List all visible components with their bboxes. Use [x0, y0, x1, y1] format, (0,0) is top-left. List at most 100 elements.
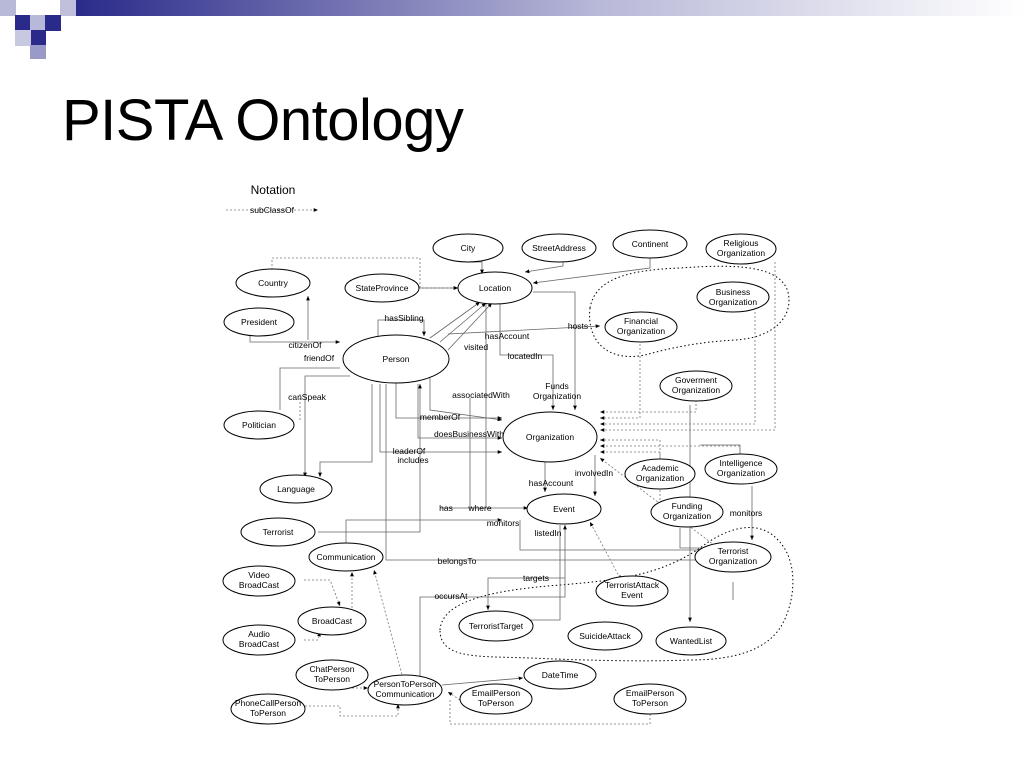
- deco-square: [15, 30, 31, 46]
- header-decoration: [0, 0, 1024, 59]
- organization-subtypes-group: [589, 265, 790, 357]
- deco-square: [45, 15, 61, 31]
- svg-text:Continent: Continent: [632, 239, 669, 249]
- svg-text:Intelligence: Intelligence: [719, 458, 762, 468]
- edge-label-occurs-at: occursAt: [434, 591, 468, 601]
- node-terrorist-organization[interactable]: Terrorist Organization: [694, 541, 772, 573]
- svg-text:StateProvince: StateProvince: [356, 283, 409, 293]
- svg-text:BroadCast: BroadCast: [239, 639, 280, 649]
- svg-text:Organization: Organization: [709, 297, 757, 307]
- svg-text:Communication: Communication: [316, 552, 375, 562]
- svg-text:Academic: Academic: [641, 463, 679, 473]
- svg-text:Video: Video: [248, 570, 270, 580]
- svg-text:Terrorist: Terrorist: [718, 546, 749, 556]
- node-funding-organization[interactable]: Funding Organization: [650, 496, 724, 528]
- node-organization[interactable]: Organization: [502, 411, 598, 463]
- svg-text:Religious: Religious: [724, 238, 759, 248]
- svg-text:PhoneCallPerson: PhoneCallPerson: [235, 698, 301, 708]
- node-email-person-to-person-b[interactable]: EmailPerson ToPerson: [613, 683, 687, 715]
- edge-label-member-of: memberOf: [420, 412, 461, 422]
- node-city[interactable]: City: [432, 233, 504, 263]
- node-location[interactable]: Location: [457, 271, 533, 305]
- deco-square: [30, 45, 46, 59]
- node-government-organization[interactable]: Goverment Organization: [659, 370, 733, 402]
- node-email-person-to-person-a[interactable]: EmailPerson ToPerson: [459, 683, 533, 715]
- node-audio-broadcast[interactable]: Audio BroadCast: [222, 624, 296, 656]
- node-street-address[interactable]: StreetAddress: [521, 233, 597, 263]
- svg-text:Organization: Organization: [717, 468, 765, 478]
- node-person-to-person-communication[interactable]: PersonToPerson Communication: [367, 674, 443, 706]
- node-financial-organization[interactable]: Financial Organization: [604, 311, 678, 343]
- edge-label-located-in: locatedIn: [508, 351, 543, 361]
- svg-text:Location: Location: [479, 283, 511, 293]
- node-business-organization[interactable]: Business Organization: [696, 281, 770, 313]
- edge-label-does-business-with: doesBusinessWith: [434, 429, 504, 439]
- edge-label-where: where: [467, 503, 491, 513]
- edge-label-can-speak: canSpeak: [288, 392, 327, 402]
- node-president[interactable]: President: [223, 307, 295, 337]
- svg-text:Person: Person: [383, 354, 410, 364]
- node-chat-person-to-person[interactable]: ChatPerson ToPerson: [295, 659, 369, 691]
- node-continent[interactable]: Continent: [612, 229, 688, 259]
- slide-title: PISTA Ontology: [62, 88, 464, 153]
- edge-label-leader-of: leaderOf: [393, 446, 426, 456]
- node-intelligence-organization[interactable]: Intelligence Organization: [704, 453, 778, 485]
- edge-label-has-sibling: hasSibling: [384, 313, 423, 323]
- node-terrorist-target[interactable]: TerroristTarget: [458, 610, 534, 642]
- node-datetime[interactable]: DateTime: [523, 660, 597, 690]
- node-person[interactable]: Person: [342, 334, 450, 384]
- node-country[interactable]: Country: [235, 268, 311, 298]
- node-event[interactable]: Event: [526, 493, 602, 525]
- node-wanted-list[interactable]: WantedList: [655, 626, 727, 656]
- svg-text:ChatPerson: ChatPerson: [310, 664, 355, 674]
- node-broadcast[interactable]: BroadCast: [297, 606, 367, 636]
- svg-text:ToPerson: ToPerson: [314, 674, 350, 684]
- node-terrorist-attack-event[interactable]: TerroristAttack Event: [595, 575, 669, 607]
- node-politician[interactable]: Politician: [223, 410, 295, 440]
- svg-text:Organization: Organization: [672, 385, 720, 395]
- node-video-broadcast[interactable]: Video BroadCast: [222, 565, 296, 597]
- node-suicide-attack[interactable]: SuicideAttack: [567, 621, 643, 651]
- notation-heading: Notation: [251, 183, 296, 197]
- svg-text:EmailPerson: EmailPerson: [472, 688, 520, 698]
- node-phone-call-person-to-person[interactable]: PhoneCallPerson ToPerson: [230, 693, 306, 725]
- node-academic-organization[interactable]: Academic Organization: [624, 458, 696, 490]
- edge-label-involved-in: involvedIn: [575, 468, 614, 478]
- edge-label-has: has: [439, 503, 453, 513]
- node-religious-organization[interactable]: Religious Organization: [705, 233, 777, 265]
- diagram-connections: [249, 257, 776, 725]
- node-state-province[interactable]: StateProvince: [344, 273, 420, 303]
- svg-text:Event: Event: [621, 590, 643, 600]
- svg-text:Language: Language: [277, 484, 315, 494]
- node-communication[interactable]: Communication: [308, 542, 384, 572]
- svg-text:TerroristTarget: TerroristTarget: [469, 621, 524, 631]
- svg-text:StreetAddress: StreetAddress: [532, 243, 586, 253]
- svg-text:SuicideAttack: SuicideAttack: [579, 631, 631, 641]
- edge-label-includes: includes: [397, 455, 428, 465]
- edge-label-targets: targets: [523, 573, 549, 583]
- svg-text:PersonToPerson: PersonToPerson: [374, 679, 437, 689]
- svg-text:Organization: Organization: [526, 432, 574, 442]
- edge-label-monitors-right: monitors: [730, 508, 763, 518]
- svg-text:Terrorist: Terrorist: [263, 527, 294, 537]
- edge-label-funds-organization-1: Funds: [545, 381, 569, 391]
- svg-text:Country: Country: [258, 278, 289, 288]
- edge-label-citizen-of: citizenOf: [288, 340, 322, 350]
- deco-square: [15, 15, 31, 31]
- notation-subclass-label: subClassOf: [250, 205, 295, 215]
- edge-label-funds-organization-2: Organization: [533, 391, 581, 401]
- svg-text:City: City: [461, 243, 476, 253]
- svg-text:Funding: Funding: [672, 501, 703, 511]
- edge-label-listed-in: listedIn: [535, 528, 562, 538]
- svg-text:TerroristAttack: TerroristAttack: [605, 580, 660, 590]
- svg-text:EmailPerson: EmailPerson: [626, 688, 674, 698]
- edge-label-friend-of: friendOf: [304, 353, 335, 363]
- node-terrorist[interactable]: Terrorist: [240, 517, 316, 547]
- edge-label-visited: visited: [464, 342, 488, 352]
- node-language[interactable]: Language: [259, 474, 333, 504]
- svg-text:Organization: Organization: [663, 511, 711, 521]
- header-gradient-band: [75, 0, 1024, 16]
- svg-text:ToPerson: ToPerson: [632, 698, 668, 708]
- svg-text:Audio: Audio: [248, 629, 270, 639]
- deco-square: [30, 15, 46, 31]
